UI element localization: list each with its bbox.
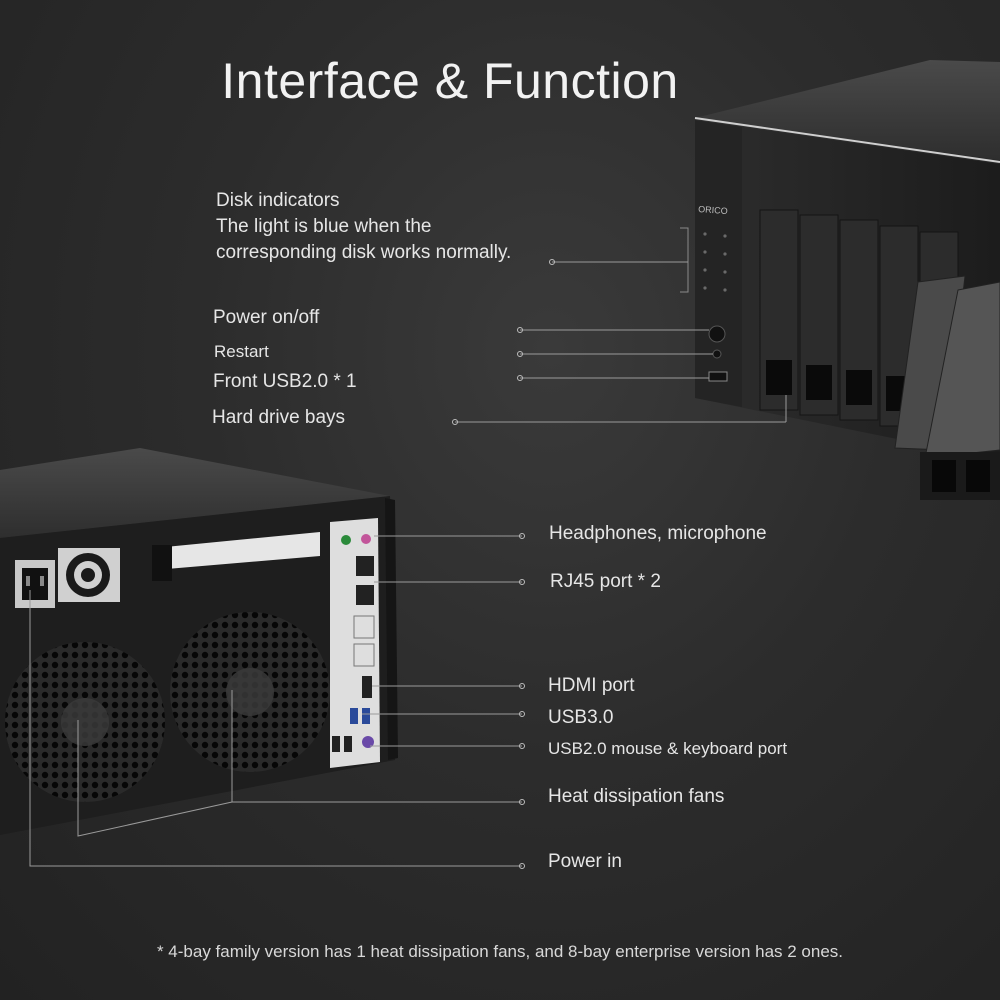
disk-indicators-callout: Disk indicators The light is blue when t… <box>216 188 511 266</box>
restart-callout: Restart <box>214 342 269 361</box>
rj45-callout: RJ45 port * 2 <box>550 571 661 592</box>
hdmi-port-icon <box>362 676 372 698</box>
rj45-port-icon <box>356 585 374 605</box>
io-panel <box>330 518 380 768</box>
power-in-callout: Power in <box>548 851 622 872</box>
power-callout: Power on/off <box>213 307 320 328</box>
brand-logo: ORICO <box>698 204 728 216</box>
nas-rear-unit <box>0 448 398 835</box>
usb2-mouse-callout: USB2.0 mouse & keyboard port <box>548 739 788 758</box>
usb3-port-icon <box>350 708 358 724</box>
rj45-port-icon <box>356 556 374 576</box>
page-title: Interface & Function <box>221 53 679 109</box>
usb3-port-icon <box>362 708 370 724</box>
disk-indicators-heading: Disk indicators <box>216 190 340 211</box>
heat-dissipation-fan-left <box>5 642 165 802</box>
heat-dissipation-fan-right <box>170 612 330 772</box>
ps2-port-icon <box>362 736 374 748</box>
psu-fan-icon <box>58 548 120 602</box>
headphone-jack-icon <box>341 535 351 545</box>
restart-button-icon <box>712 349 722 359</box>
usb3-callout: USB3.0 <box>548 707 614 728</box>
hdd-bays-callout: Hard drive bays <box>212 407 346 428</box>
front-usb-callout: Front USB2.0 * 1 <box>213 371 357 392</box>
usb2-port-icon <box>332 736 340 752</box>
leader-dots <box>452 259 555 869</box>
usb2-port-icon <box>344 736 352 752</box>
footnote: * 4-bay family version has 1 heat dissip… <box>156 942 844 961</box>
expansion-slot-cover <box>155 532 320 570</box>
fans-callout: Heat dissipation fans <box>548 786 725 807</box>
headphones-callout: Headphones, microphone <box>549 523 767 544</box>
disk-indicator-leds <box>703 232 727 292</box>
hdmi-callout: HDMI port <box>548 675 635 696</box>
hard-drive-bay-group <box>759 209 1000 500</box>
front-usb-port-icon <box>708 371 728 382</box>
power-button-icon <box>708 325 726 343</box>
leader-lines <box>29 261 787 867</box>
nas-front-unit <box>680 60 1000 500</box>
power-inlet-icon <box>15 560 55 608</box>
disk-indicators-desc-1: The light is blue when the <box>216 216 432 237</box>
disk-indicators-desc-2: corresponding disk works normally. <box>216 242 512 263</box>
microphone-jack-icon <box>361 534 371 544</box>
